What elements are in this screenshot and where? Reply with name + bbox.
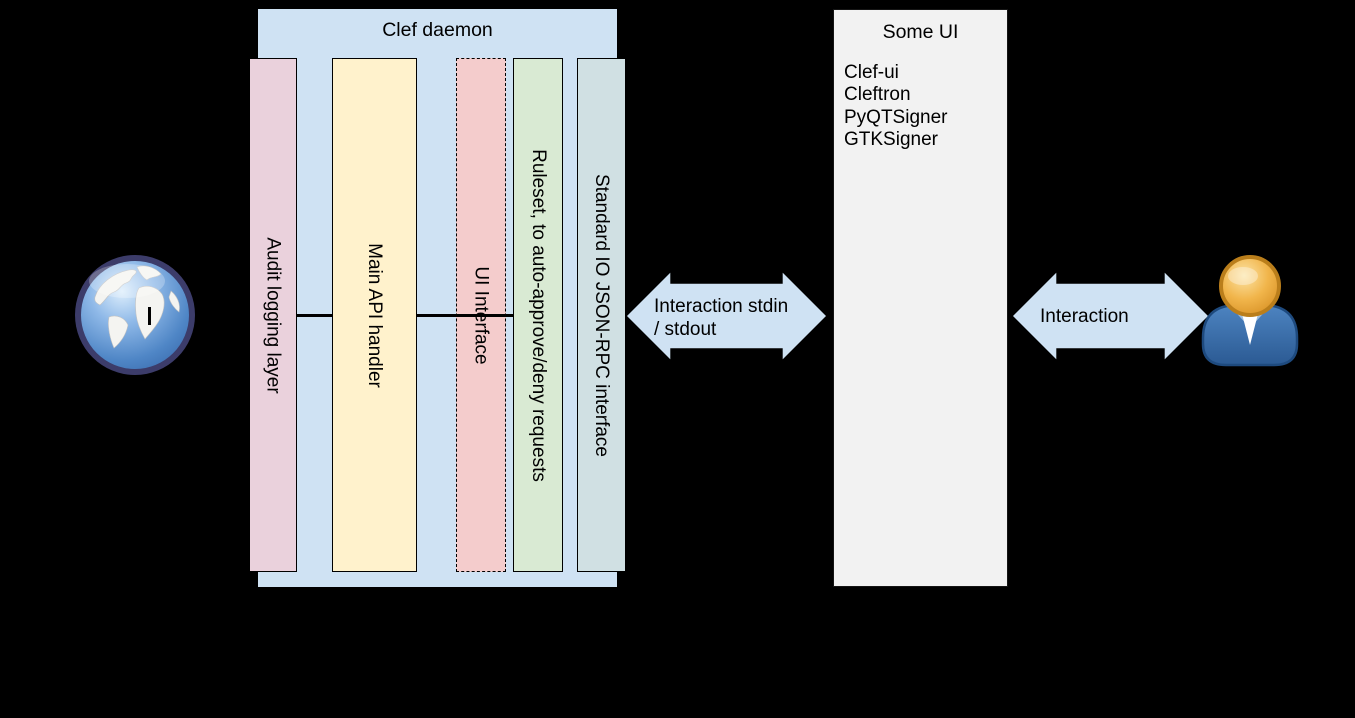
arrow-daemon-ui-label: Interaction stdin / stdout (654, 295, 788, 341)
some-ui-item: GTKSigner (844, 129, 938, 151)
some-ui-list: Clef-ui Cleftron PyQTSigner GTKSigner (844, 62, 947, 152)
connector-line-segment (416, 314, 514, 317)
layer-ruleset: Ruleset, to auto-approve/deny requests (513, 58, 563, 572)
layer-stdio-jsonrpc-label: Standard IO JSON-RPC interface (591, 173, 612, 457)
some-ui-title: Some UI (882, 21, 959, 43)
globe-connector-tick (148, 307, 151, 325)
some-ui-item: Clef-ui (844, 62, 899, 83)
clef-daemon-title: Clef daemon (382, 19, 493, 41)
layer-audit-logging: Audit logging layer (249, 58, 297, 572)
arrow-daemon-ui-label-line2: / stdout (654, 319, 717, 340)
layer-ruleset-label: Ruleset, to auto-approve/deny requests (527, 148, 549, 482)
clef-daemon-container (257, 8, 618, 588)
layer-stdio-jsonrpc: Standard IO JSON-RPC interface (577, 58, 626, 572)
user-icon (1201, 255, 1299, 367)
connector-line-segment (296, 314, 333, 317)
layer-audit-logging-label: Audit logging layer (262, 236, 284, 394)
some-ui-item: Cleftron (844, 84, 911, 106)
layer-main-api-handler-label: Main API handler (364, 242, 386, 388)
some-ui-box (833, 9, 1008, 587)
layer-main-api-handler: Main API handler (332, 58, 417, 572)
some-ui-item: PyQTSigner (844, 106, 948, 128)
arrow-daemon-ui-label-line1: Interaction stdin (654, 296, 789, 317)
arrow-ui-user-label: Interaction (1040, 306, 1129, 327)
globe-icon (75, 255, 195, 375)
double-arrow-daemon-ui (625, 270, 828, 362)
